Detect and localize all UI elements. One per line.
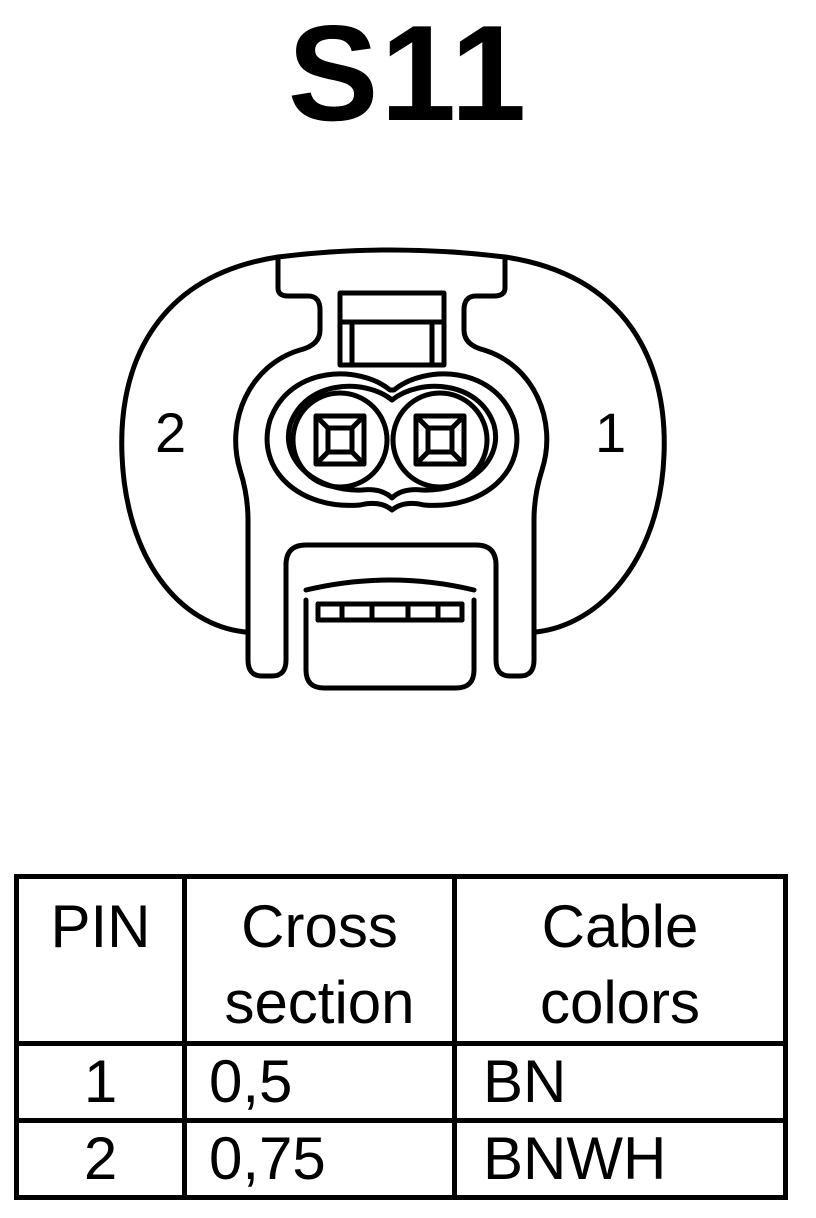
table-row: 1 0,5 BN bbox=[14, 1041, 788, 1123]
bottom-latch bbox=[303, 597, 477, 691]
pin-label-right: 1 bbox=[595, 401, 626, 464]
row-1-pin: 1 bbox=[14, 1041, 187, 1123]
pin-2-socket bbox=[290, 390, 390, 490]
pin-2-contact bbox=[313, 413, 367, 467]
latch-outer bbox=[337, 290, 447, 368]
row-1-cross-section: 0,5 bbox=[182, 1041, 457, 1123]
header-cable-colors: Cable colors bbox=[452, 874, 788, 1046]
pin-label-left: 2 bbox=[155, 401, 186, 464]
connector-title: S11 bbox=[287, 0, 529, 149]
table-row: 2 0,75 BNWH bbox=[14, 1118, 788, 1200]
pin-cavity-outer bbox=[264, 371, 520, 513]
header-pin: PIN bbox=[14, 874, 187, 1046]
row-2-pin: 2 bbox=[14, 1118, 187, 1200]
connector-outer-housing-right bbox=[502, 254, 667, 635]
header-cross-section: Cross section bbox=[182, 874, 457, 1046]
pin-cavity-inner bbox=[285, 383, 499, 501]
table-header-row: PIN Cross section Cable colors bbox=[14, 874, 788, 1046]
row-2-color: BNWH bbox=[452, 1118, 788, 1200]
row-2-cross-section: 0,75 bbox=[182, 1118, 457, 1200]
connector-face-diagram: 2 1 bbox=[119, 247, 667, 691]
connector-top-rim bbox=[275, 247, 508, 260]
pin-1-socket bbox=[390, 390, 490, 490]
pin-1-contact bbox=[413, 413, 467, 467]
pin-assignment-table: PIN Cross section Cable colors 1 0,5 BN … bbox=[14, 874, 788, 1200]
row-1-color: BN bbox=[452, 1041, 788, 1123]
connector-outer-housing bbox=[119, 254, 281, 635]
connector-inner-shroud bbox=[233, 254, 550, 679]
